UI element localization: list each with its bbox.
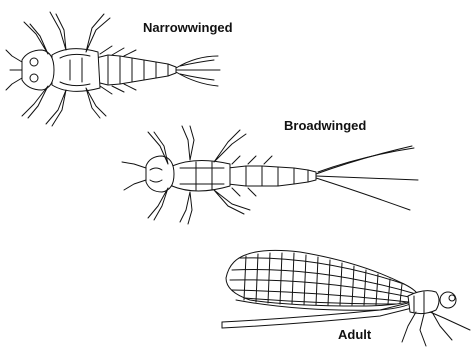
adult-label: Adult <box>338 327 371 342</box>
broadwinged-label: Broadwinged <box>284 118 366 133</box>
narrowwinged-label: Narrowwinged <box>143 20 233 35</box>
broadwinged-nymph-drawing <box>122 126 418 224</box>
